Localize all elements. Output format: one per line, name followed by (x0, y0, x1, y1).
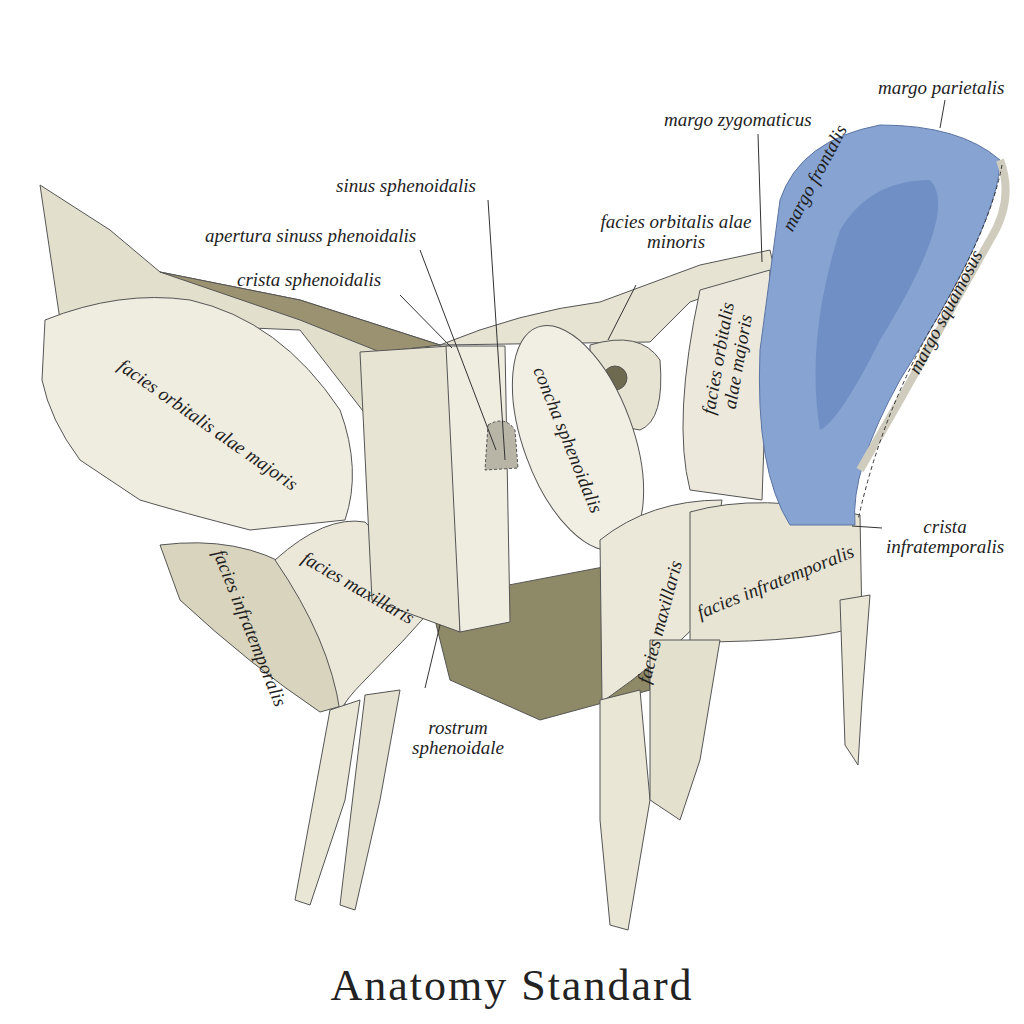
squamous-edge (860, 160, 1006, 470)
part-label: rostrum sphenoidale (398, 718, 518, 758)
leader-line (420, 250, 496, 450)
part-label: crista sphenoidalis (237, 270, 381, 290)
part-label: apertura sinuss phenoidalis (205, 226, 416, 246)
part-label: facies orbitalis alae minoris (596, 212, 756, 252)
leader-line (608, 285, 636, 340)
leader-line (488, 200, 505, 460)
temporal-surface-dark (816, 180, 939, 430)
watermark: Anatomy Standard (330, 963, 693, 1009)
leader-line (940, 100, 945, 128)
right-pterygoid (600, 690, 650, 930)
temporal-surface (759, 125, 1000, 525)
spine (840, 595, 870, 765)
margin-label: margo parietalis (878, 78, 1005, 98)
leader-line (758, 134, 762, 262)
left-pterygoid-2 (340, 690, 400, 910)
leader-line (425, 625, 440, 688)
right-pterygoid-2 (650, 640, 720, 820)
left-orbital-face (42, 298, 352, 531)
leader-line (400, 295, 452, 348)
margin-label: margo zygomaticus (664, 110, 812, 130)
squamous-line (858, 165, 1002, 520)
leader-line (852, 526, 882, 528)
sinus-aperture (485, 421, 518, 470)
right-orbital-face (683, 270, 770, 500)
part-label: sinus sphenoidalis (336, 176, 476, 196)
part-label: crista infratemporalis (870, 517, 1020, 557)
